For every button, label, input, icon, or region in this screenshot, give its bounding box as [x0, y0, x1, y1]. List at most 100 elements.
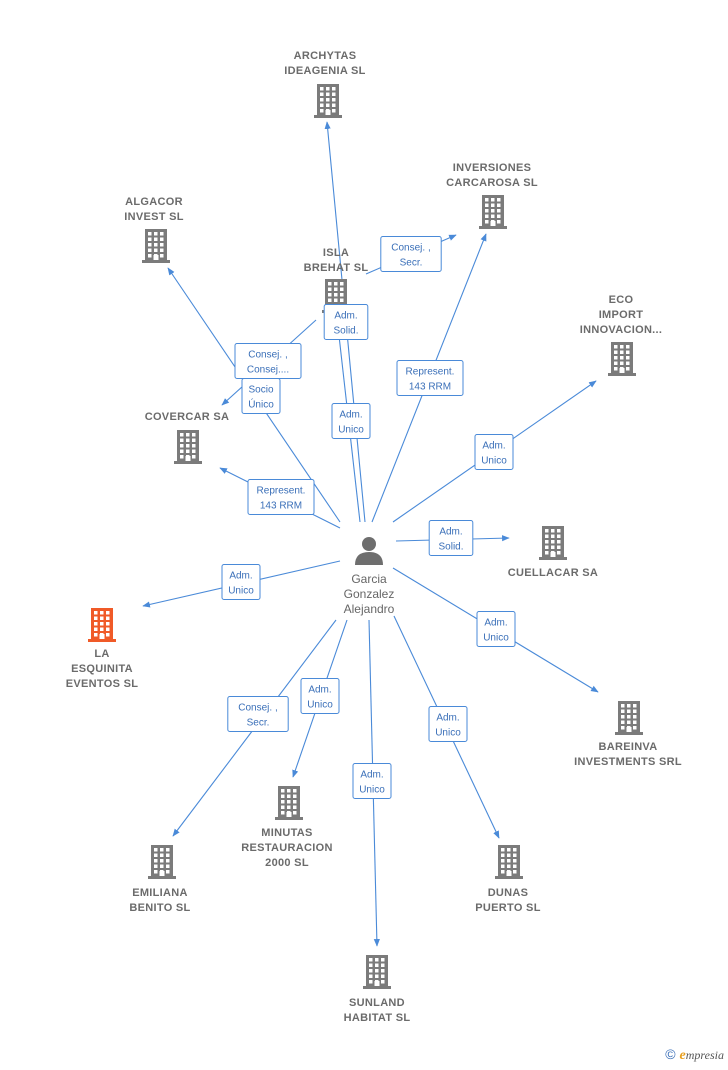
company-name-line: BREHAT SL [304, 262, 369, 274]
company-node-eco[interactable]: ECO IMPORT INNOVACION... [580, 294, 663, 376]
company-name-line: ESQUINITA [71, 663, 133, 675]
edge-label-cuellacar[interactable]: Adm.Solid. [428, 520, 474, 556]
edge-label-box [474, 434, 514, 470]
company-node-sunland[interactable]: SUNLAND HABITAT SL [344, 955, 411, 1024]
edge-label-text: Secr. [400, 258, 423, 269]
company-name-line: ARCHYTAS [294, 50, 357, 62]
edge-label-box [323, 304, 369, 340]
building-icon [479, 195, 507, 229]
company-name-line: IMPORT [599, 309, 644, 321]
company-name-line: ALGACOR [125, 196, 183, 208]
edge-label-box [247, 479, 315, 515]
company-name-line: CUELLACAR SA [508, 567, 598, 579]
building-icon [615, 701, 643, 735]
building-icon [88, 608, 116, 642]
company-name-line: INVEST SL [124, 211, 184, 223]
edge-label-sunland[interactable]: Adm.Unico [352, 763, 392, 799]
edge-label-text: Consej. , [248, 350, 287, 361]
company-name-line: BENITO SL [129, 902, 190, 914]
company-name-line: HABITAT SL [344, 1012, 411, 1024]
edge-label-text: Único [248, 398, 274, 411]
company-name-line: ECO [609, 294, 634, 306]
edge-label-box [396, 360, 464, 396]
company-name-line: LA [94, 648, 109, 660]
company-node-archytas[interactable]: ARCHYTAS IDEAGENIA SL [284, 50, 365, 118]
edge-label-text: Adm. [439, 527, 462, 538]
edge-label-text: Consej. , [238, 703, 277, 714]
company-node-algacor[interactable]: ALGACOR INVEST SL [124, 196, 184, 263]
edge-label-eco[interactable]: Adm. Unico [474, 434, 514, 470]
edge-label-text: Consej.... [247, 365, 289, 376]
edge-label-text: Unico [483, 633, 509, 644]
company-name-line: INVESTMENTS SRL [574, 756, 682, 768]
building-icon [148, 845, 176, 879]
building-icon [495, 845, 523, 879]
building-icon [142, 229, 170, 263]
person-icon [355, 537, 383, 565]
edge-label-box [476, 611, 516, 647]
edge-label-archytas[interactable]: Adm.Unico [331, 403, 371, 439]
edge-label-box [234, 343, 302, 379]
edge-label-covercar[interactable]: Represent.143 RRM [247, 479, 315, 515]
building-icon [314, 84, 342, 118]
company-node-bareinva[interactable]: BAREINVA INVESTMENTS SRL [574, 701, 682, 768]
edge-label-minutas[interactable]: Adm. Unico [300, 678, 340, 714]
edge-label-box [428, 706, 468, 742]
edge-label-text: Adm. [308, 685, 331, 696]
edge-label-box [331, 403, 371, 439]
building-icon [608, 342, 636, 376]
edge-label-esquinita[interactable]: Adm.Unico [221, 564, 261, 600]
edge-label-dunas[interactable]: Adm.Unico [428, 706, 468, 742]
person-name-line: Garcia [351, 572, 387, 586]
edge-label-inversiones[interactable]: Represent. 143 RRM [396, 360, 464, 396]
building-icon [363, 955, 391, 989]
company-name-line: MINUTAS [261, 827, 312, 839]
edge-label-text: Adm. [482, 441, 505, 452]
edge-label-text: Socio [248, 385, 273, 396]
company-node-covercar[interactable]: COVERCAR SA [145, 411, 230, 464]
edge-label-box [300, 678, 340, 714]
person-name-line: Gonzalez [344, 587, 395, 601]
edge-label-text: Secr. [247, 718, 270, 729]
edge-label-text: Adm. [339, 410, 362, 421]
edge-label-text: Unico [481, 456, 507, 467]
edge-label-text: Adm. [229, 571, 252, 582]
edge-label-text: Adm. [436, 713, 459, 724]
edge-label-isla[interactable]: Adm.Solid. [323, 304, 369, 340]
edge-label-text: Unico [359, 785, 385, 796]
company-name-line: CARCAROSA SL [446, 177, 538, 189]
edge-label-text: 143 RRM [409, 382, 451, 393]
edge-label-text: Adm. [484, 618, 507, 629]
company-node-cuellacar[interactable]: CUELLACAR SA [508, 526, 598, 579]
edge-label-text: Solid. [333, 326, 358, 337]
building-icon [275, 786, 303, 820]
edge-label-isla-inversiones[interactable]: Consej. ,Secr. [380, 236, 442, 272]
company-node-esquinita[interactable]: LA ESQUINITA EVENTOS SL [66, 608, 138, 690]
company-node-minutas[interactable]: MINUTAS RESTAURACION 2000 SL [241, 786, 332, 869]
edge-label-box [227, 696, 289, 732]
edge-label-text: Unico [307, 700, 333, 711]
brand-watermark: ©empresia [665, 1046, 724, 1064]
edge-label-emiliana[interactable]: Consej. , Secr. [227, 696, 289, 732]
company-name-line: BAREINVA [598, 741, 657, 753]
company-name-line: INNOVACION... [580, 324, 663, 336]
edge-label-isla-covercar[interactable]: Consej. , Consej.... [234, 343, 302, 379]
company-name-line: SUNLAND [349, 997, 405, 1009]
company-name-line: IDEAGENIA SL [284, 65, 365, 77]
company-name-line: EVENTOS SL [66, 678, 138, 690]
company-name-line: COVERCAR SA [145, 411, 230, 423]
edge-label-box [380, 236, 442, 272]
edge-label-text: Represent. [406, 367, 455, 378]
company-name-line: 2000 SL [265, 857, 309, 869]
company-name-line: RESTAURACION [241, 842, 332, 854]
edge-label-bareinva[interactable]: Adm. Unico [476, 611, 516, 647]
person-name-line: Alejandro [344, 602, 395, 616]
nodes-layer: ARCHYTAS IDEAGENIA SL INVERSIONESCARCAROSA… [66, 50, 682, 1024]
